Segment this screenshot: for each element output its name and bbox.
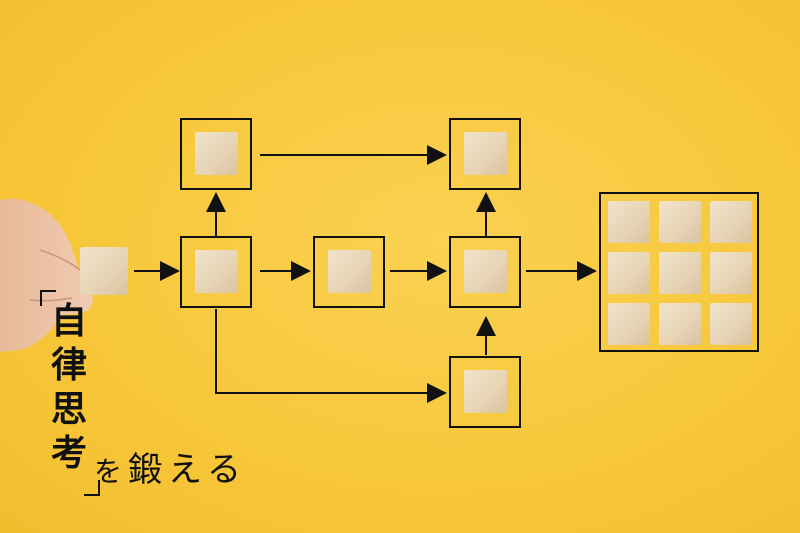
title-particle: を [94, 455, 129, 488]
title-verb: 鍛える [128, 450, 247, 490]
grid-wood-block [659, 201, 701, 243]
hand [0, 198, 106, 352]
box-3 [313, 236, 385, 308]
box-6 [449, 356, 521, 428]
box-2 [180, 236, 252, 308]
held-wood-block [80, 247, 128, 295]
grid-wood-block [659, 303, 701, 345]
grid-wood-block [710, 252, 752, 294]
wood-block [464, 370, 507, 413]
bracket-top-left [40, 290, 56, 306]
arrow-box2-to-box6 [215, 309, 447, 403]
grid-wood-block [710, 303, 752, 345]
bracket-bottom-right [84, 480, 100, 496]
title-suffix: を鍛える [94, 450, 247, 492]
wood-block [195, 132, 238, 175]
connector-lines [134, 145, 597, 403]
grid-wood-block [608, 201, 650, 243]
wood-block [195, 250, 238, 293]
grid-wood-block [608, 303, 650, 345]
vertical-title: 自 律 思 考 [44, 300, 94, 476]
box-4 [449, 118, 521, 190]
box-5 [449, 236, 521, 308]
grid-box [599, 192, 759, 352]
box-1 [180, 118, 252, 190]
wood-block [464, 250, 507, 293]
title-char-2: 律 [50, 345, 87, 386]
title-char-4: 考 [50, 433, 87, 474]
grid-wood-block [608, 252, 650, 294]
title-char-3: 思 [50, 389, 87, 430]
wood-block [328, 250, 371, 293]
grid-wood-block [710, 201, 752, 243]
title-char-1: 自 [50, 301, 87, 342]
wood-block [464, 132, 507, 175]
grid-wood-block [659, 252, 701, 294]
